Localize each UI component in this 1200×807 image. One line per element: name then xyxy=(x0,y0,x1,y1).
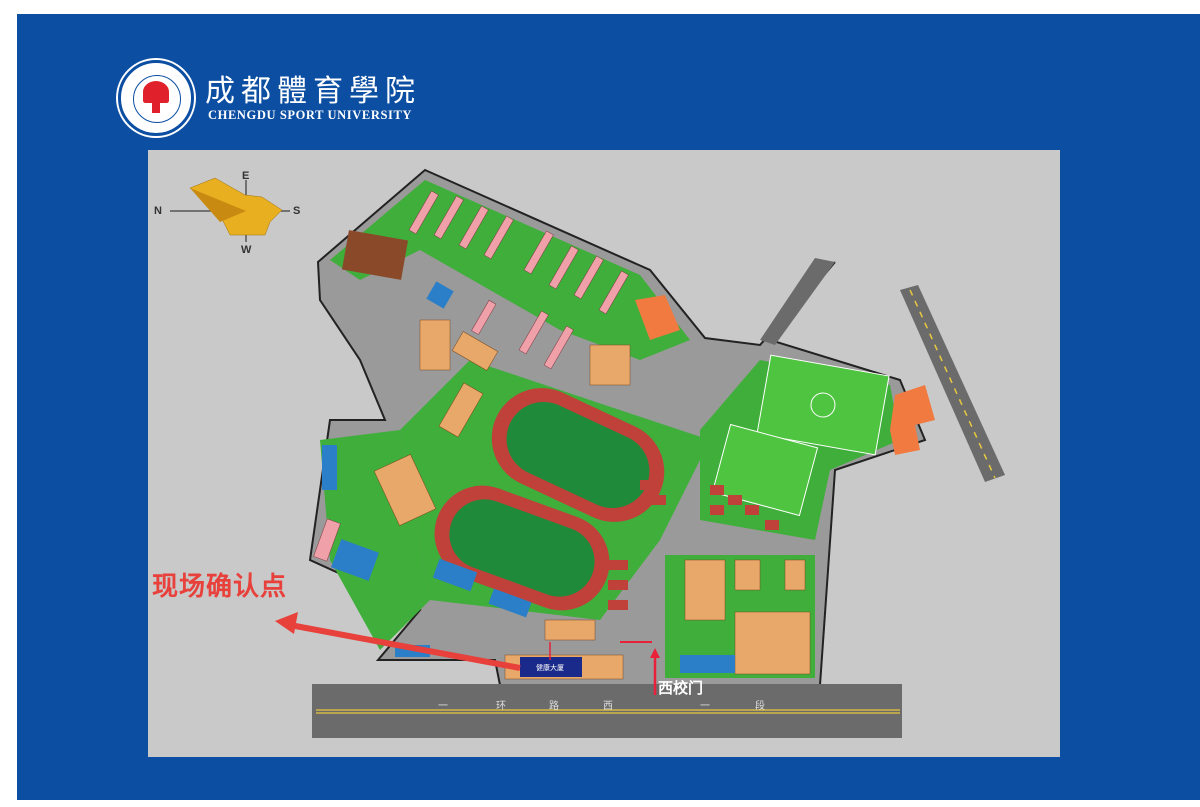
direction-arrow-confirmation-point xyxy=(275,612,521,671)
football-field-2 xyxy=(711,423,819,517)
track-1 xyxy=(491,388,665,522)
dormitory-buildings xyxy=(313,190,629,562)
road-name-char: 环 xyxy=(496,701,506,712)
health-building xyxy=(520,657,582,677)
football-field-1 xyxy=(756,354,890,456)
gate-arrow xyxy=(549,641,660,695)
compass-east: E xyxy=(242,170,250,182)
academic-buildings xyxy=(373,319,811,680)
compass-west: W xyxy=(241,244,252,256)
compass-north: N xyxy=(154,205,162,217)
university-name-en: CHENGDU SPORT UNIVERSITY xyxy=(208,108,413,122)
road-name-char: 路 xyxy=(549,701,559,712)
university-name-cn: 成都體育學院 xyxy=(205,74,421,109)
road-name-char: 一 xyxy=(438,701,448,712)
road-north xyxy=(760,258,835,345)
road-name-char: 段 xyxy=(755,701,765,712)
compass-south: S xyxy=(293,205,301,217)
confirmation-point-label: 现场确认点 xyxy=(152,571,288,601)
west-gate-label: 西校门 xyxy=(658,680,704,697)
road-name-char: 一 xyxy=(700,701,710,712)
main-road xyxy=(312,684,902,738)
health-building-label: 健康大厦 xyxy=(536,665,564,672)
orange-building-east xyxy=(890,385,935,455)
campus-map xyxy=(148,150,1060,757)
compass-rose-icon xyxy=(170,177,290,242)
road-name-char: 西 xyxy=(603,701,613,712)
road-east xyxy=(900,285,1005,482)
track-2 xyxy=(434,485,610,611)
orange-building-north xyxy=(635,295,680,340)
tennis-courts xyxy=(608,480,779,610)
university-logo xyxy=(118,60,194,136)
brown-building xyxy=(341,230,409,280)
